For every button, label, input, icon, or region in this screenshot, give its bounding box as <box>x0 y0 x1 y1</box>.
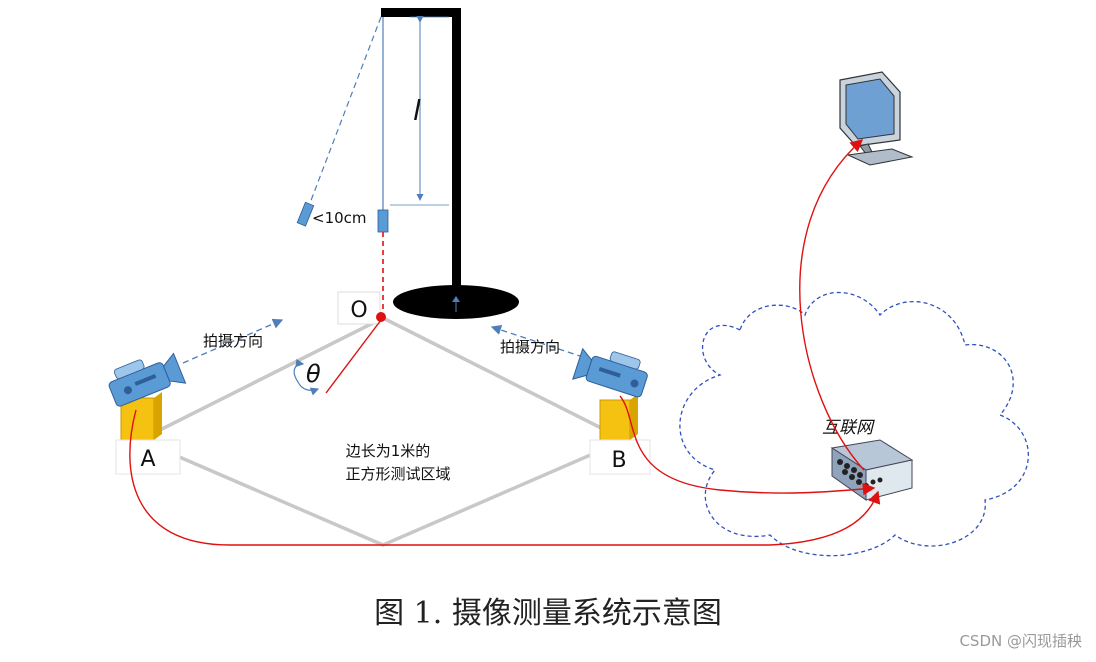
camera-b-box <box>589 439 651 475</box>
shoot-arrow-left <box>182 318 284 364</box>
cloud-icon <box>679 292 1029 557</box>
origin-label: O <box>350 298 367 323</box>
camera-a-icon <box>108 352 187 441</box>
offset-label: <10cm <box>312 209 367 227</box>
pendulum-displaced <box>296 16 382 227</box>
watermark-text: CSDN @闪现插秧 <box>959 632 1082 650</box>
origin-box <box>337 291 381 325</box>
area-label-line2: 正方形测试区域 <box>345 465 450 483</box>
internet-label: 互联网 <box>822 418 875 438</box>
angle-label: θ <box>306 360 321 388</box>
origin-dot <box>376 312 386 322</box>
camera-b-icon <box>572 347 648 441</box>
figure-caption: 图 1. 摄像测量系统示意图 <box>374 596 722 631</box>
camera-a-box <box>115 439 181 475</box>
area-label-line1: 边长为1米的 <box>346 442 431 460</box>
pendulum-frame-icon <box>381 8 519 319</box>
camera-a-label: A <box>140 447 155 472</box>
shoot-arrow-right <box>490 324 584 358</box>
length-dimension: l <box>390 16 449 206</box>
network-cables <box>129 139 881 546</box>
monitor-icon <box>839 71 914 166</box>
shoot-label-left: 拍摄方向 <box>203 332 263 350</box>
network-switch-icon <box>830 439 914 501</box>
camera-b-label: B <box>611 448 626 473</box>
angle-marker: θ <box>293 319 382 396</box>
length-label: l <box>413 94 421 127</box>
shoot-label-right: 拍摄方向 <box>500 338 560 356</box>
pendulum-string <box>377 17 389 310</box>
